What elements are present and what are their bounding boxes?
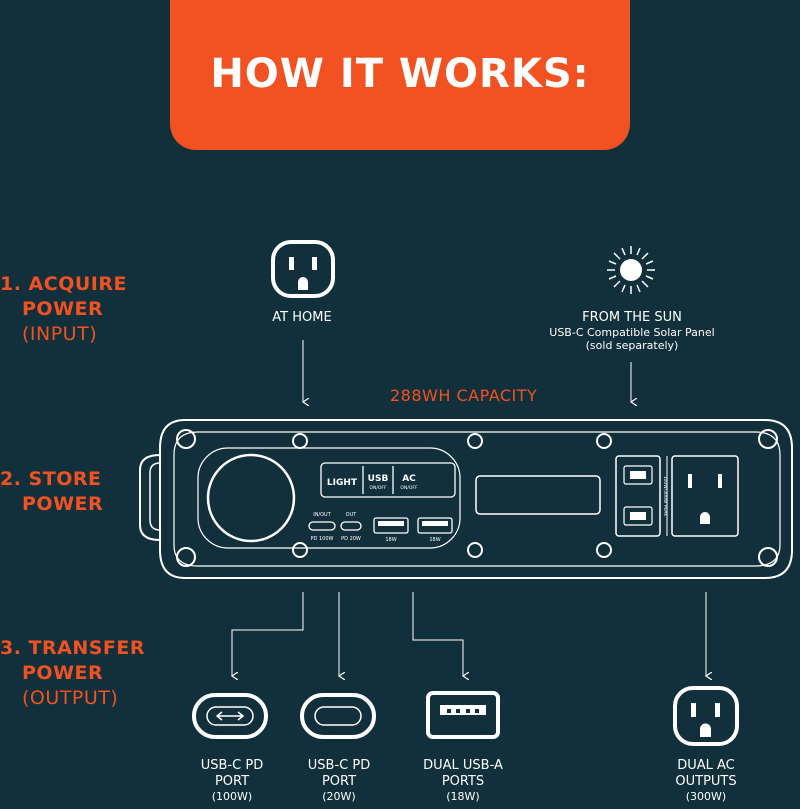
device-ac-button: AC xyxy=(402,474,416,484)
input-sun-label: FROM THE SUN xyxy=(582,310,682,325)
port-label-ac-side: 100W/300W PEAK xyxy=(662,476,668,518)
step-transfer: 3. TRANSFER POWER (OUTPUT) xyxy=(0,636,145,711)
port-label-pd20: PD 20W xyxy=(341,536,361,542)
step-acquire-line2: POWER xyxy=(22,298,104,320)
port-label-a2: 18W xyxy=(429,537,440,543)
port-label-in-out: IN/OUT xyxy=(313,512,331,518)
output-usb-c-20-line1: USB-C PD xyxy=(307,758,371,773)
output-usb-a-line2: PORTS xyxy=(441,774,485,789)
step-store: 2. STORE POWER xyxy=(0,467,103,517)
usb-c-icon xyxy=(300,693,376,739)
output-usb-c-100-sub: (100W) xyxy=(211,790,253,803)
output-connectors xyxy=(232,592,706,676)
port-label-a1: 18W xyxy=(385,537,396,543)
input-home-label: AT HOME xyxy=(272,310,332,325)
step-store-line2: POWER xyxy=(22,493,104,515)
port-label-out: OUT xyxy=(346,512,358,518)
output-usb-c-20-line2: PORT xyxy=(321,774,357,789)
output-label-usb-a: DUAL USB-A PORTS (18W) xyxy=(404,758,522,803)
output-usb-c-20-sub: (20W) xyxy=(322,790,356,803)
usb-a-icon xyxy=(426,691,500,739)
step-transfer-sub: (OUTPUT) xyxy=(22,687,119,709)
device-usb-button-sub: ON/OFF xyxy=(369,485,387,491)
output-usb-a-line1: DUAL USB-A xyxy=(423,758,503,773)
step-transfer-line1: 3. TRANSFER xyxy=(0,637,146,659)
device-ports xyxy=(308,517,453,534)
device-ac-outlet xyxy=(688,474,722,524)
input-sun-block: FROM THE SUN USB-C Compatible Solar Pane… xyxy=(520,310,744,352)
output-label-usb-c-100: USB-C PD PORT (100W) xyxy=(182,758,282,803)
output-usb-c-100-line2: PORT xyxy=(214,774,250,789)
step-store-line1: 2. STORE xyxy=(0,468,102,490)
power-station-device xyxy=(139,419,793,579)
usb-c-bidirectional-icon xyxy=(192,693,268,739)
device-usb-button: USB xyxy=(368,474,389,484)
wall-outlet-icon xyxy=(271,240,335,298)
capacity-label: 288WH CAPACITY xyxy=(390,386,538,405)
output-label-ac: DUAL AC OUTPUTS (300W) xyxy=(656,758,756,803)
output-ac-line1: DUAL AC xyxy=(677,758,735,773)
step-transfer-line2: POWER xyxy=(22,662,104,684)
step-acquire-line1: 1. ACQUIRE xyxy=(0,273,127,295)
output-usb-a-sub: (18W) xyxy=(446,790,480,803)
port-label-pd100: PD 100W xyxy=(311,536,334,542)
output-ac-line2: OUTPUTS xyxy=(675,774,737,789)
input-sun-note: (sold separately) xyxy=(585,339,679,352)
device-ac-button-sub: ON/OFF xyxy=(400,485,418,491)
title-banner: HOW IT WORKS: xyxy=(170,0,630,150)
output-usb-c-100-line1: USB-C PD xyxy=(200,758,264,773)
output-ac-sub: (300W) xyxy=(685,790,727,803)
device-button-group xyxy=(320,462,456,498)
step-acquire: 1. ACQUIRE POWER (INPUT) xyxy=(0,272,127,347)
step-acquire-sub: (INPUT) xyxy=(22,323,98,345)
sun-icon xyxy=(607,246,655,294)
output-label-usb-c-20: USB-C PD PORT (20W) xyxy=(289,758,389,803)
input-sun-detail: USB-C Compatible Solar Panel xyxy=(549,326,715,339)
ac-outlet-icon xyxy=(673,686,739,746)
device-light-button: LIGHT xyxy=(327,478,358,488)
page-title: HOW IT WORKS: xyxy=(210,51,590,97)
